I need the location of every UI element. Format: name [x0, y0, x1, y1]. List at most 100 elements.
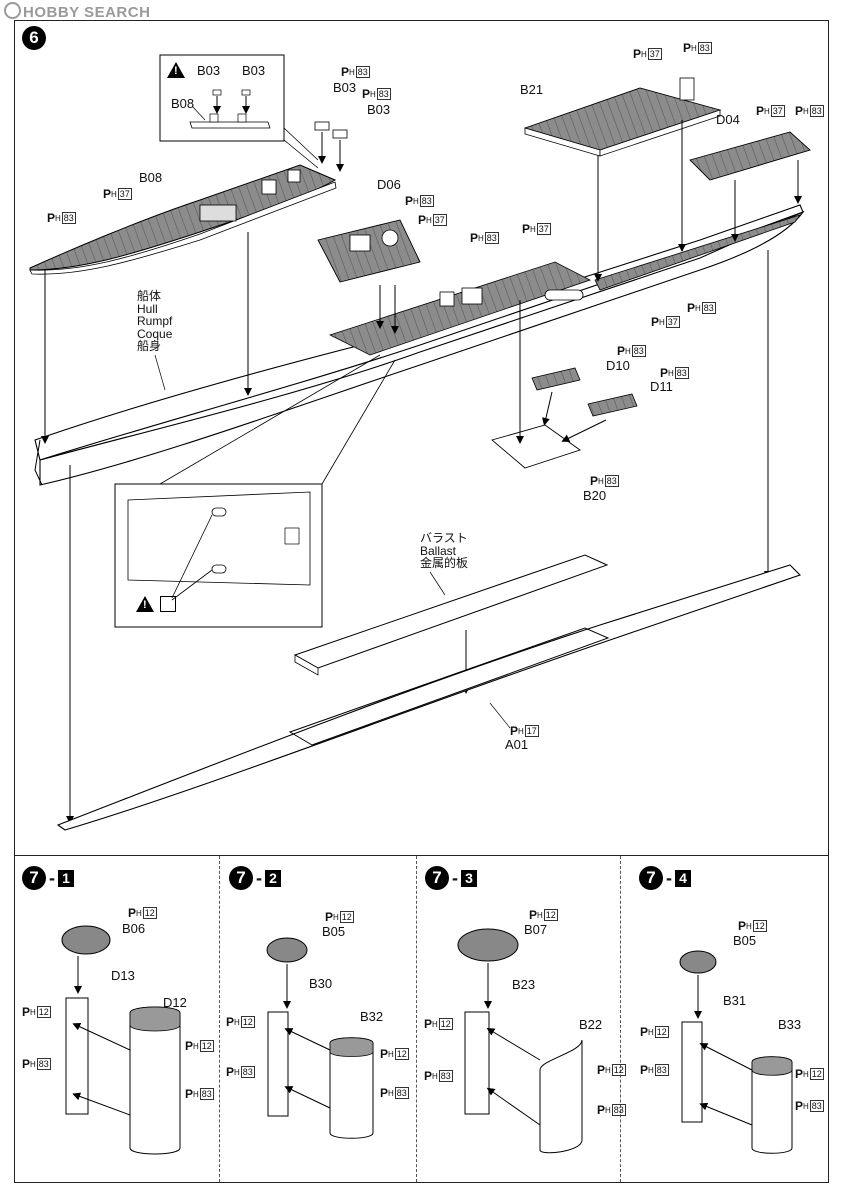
step-7-2-header: 7 - 2	[229, 866, 281, 890]
funnel-half-b31	[681, 1021, 703, 1123]
logo-ring-icon	[4, 2, 21, 19]
label-b32: B32	[360, 1009, 384, 1024]
label-b08-inset: B08	[171, 96, 195, 111]
ballast-label-ja-text: バラスト	[420, 531, 468, 545]
label-b08: B08	[139, 170, 163, 185]
step-7-badge: 7	[229, 866, 253, 890]
substep-divider-2	[416, 856, 417, 1182]
cap-b06	[61, 925, 111, 955]
warning-icon-2	[136, 596, 154, 612]
ballast-label-en: Ballast	[420, 543, 457, 558]
label-b30: B30	[309, 976, 333, 991]
substep-divider-3	[620, 856, 621, 1182]
substep-number: 4	[675, 869, 691, 887]
instruction-frame	[14, 20, 829, 1183]
cap-b07	[457, 928, 519, 962]
label-d06: D06	[377, 177, 401, 192]
step-7-1-header: 7 - 1	[22, 866, 74, 890]
substep-number: 2	[265, 869, 281, 887]
step-dash: -	[256, 868, 262, 888]
base-b20	[491, 424, 581, 469]
step-7-badge: 7	[425, 866, 449, 890]
label-d04: D04	[716, 112, 740, 127]
part-d10	[531, 367, 581, 391]
substep-number: 3	[461, 869, 477, 887]
hull-label-zh: 船身	[137, 339, 162, 353]
funnel-half-b23	[464, 1011, 490, 1115]
label-d12: D12	[163, 995, 187, 1010]
label-a01: A01	[505, 737, 529, 752]
funnel-half-b22	[539, 1039, 583, 1154]
hull-label-fr: Coque	[137, 326, 173, 341]
label-d11: D11	[650, 379, 673, 394]
label-b23: B23	[512, 977, 536, 992]
deck-d04	[689, 131, 811, 181]
hobby-search-watermark: HOBBY SEARCH	[4, 2, 150, 21]
label-b05-b: B05	[733, 933, 757, 948]
cap-b05-a	[266, 937, 308, 963]
hull-label-de: Rumpf	[137, 314, 173, 328]
hull-label-en: Hull	[137, 301, 158, 316]
funnel-half-d13	[65, 997, 89, 1115]
label-b22: B22	[579, 1017, 603, 1032]
watermark-text: HOBBY SEARCH	[23, 4, 151, 21]
step-dash: -	[49, 868, 55, 888]
substep-divider-1	[219, 856, 220, 1182]
step-7-badge: 7	[639, 866, 663, 890]
funnel-half-b30	[267, 1011, 289, 1117]
label-b03-inset-b: B03	[242, 63, 266, 78]
substep-number: 1	[58, 869, 74, 887]
step-7-4-header: 7 - 4	[639, 866, 691, 890]
step-dash: -	[452, 868, 458, 888]
label-b03-d: B03	[367, 102, 391, 117]
label-b07: B07	[524, 922, 548, 937]
label-b03-c: B03	[333, 80, 357, 95]
step-dash: -	[666, 868, 672, 888]
hull-label-ja: 船体	[137, 289, 162, 303]
label-b06: B06	[122, 921, 146, 936]
step-7-3-header: 7 - 3	[425, 866, 477, 890]
label-d13: D13	[111, 968, 135, 983]
hull-label-group: 船体 Hull Rumpf Coque 船身	[137, 290, 172, 353]
cap-b05-b	[679, 950, 717, 974]
glue-icon	[160, 596, 176, 612]
part-d11	[587, 393, 638, 417]
label-b20: B20	[583, 488, 607, 503]
label-b33: B33	[778, 1017, 802, 1032]
label-b03-inset-a: B03	[197, 63, 221, 78]
